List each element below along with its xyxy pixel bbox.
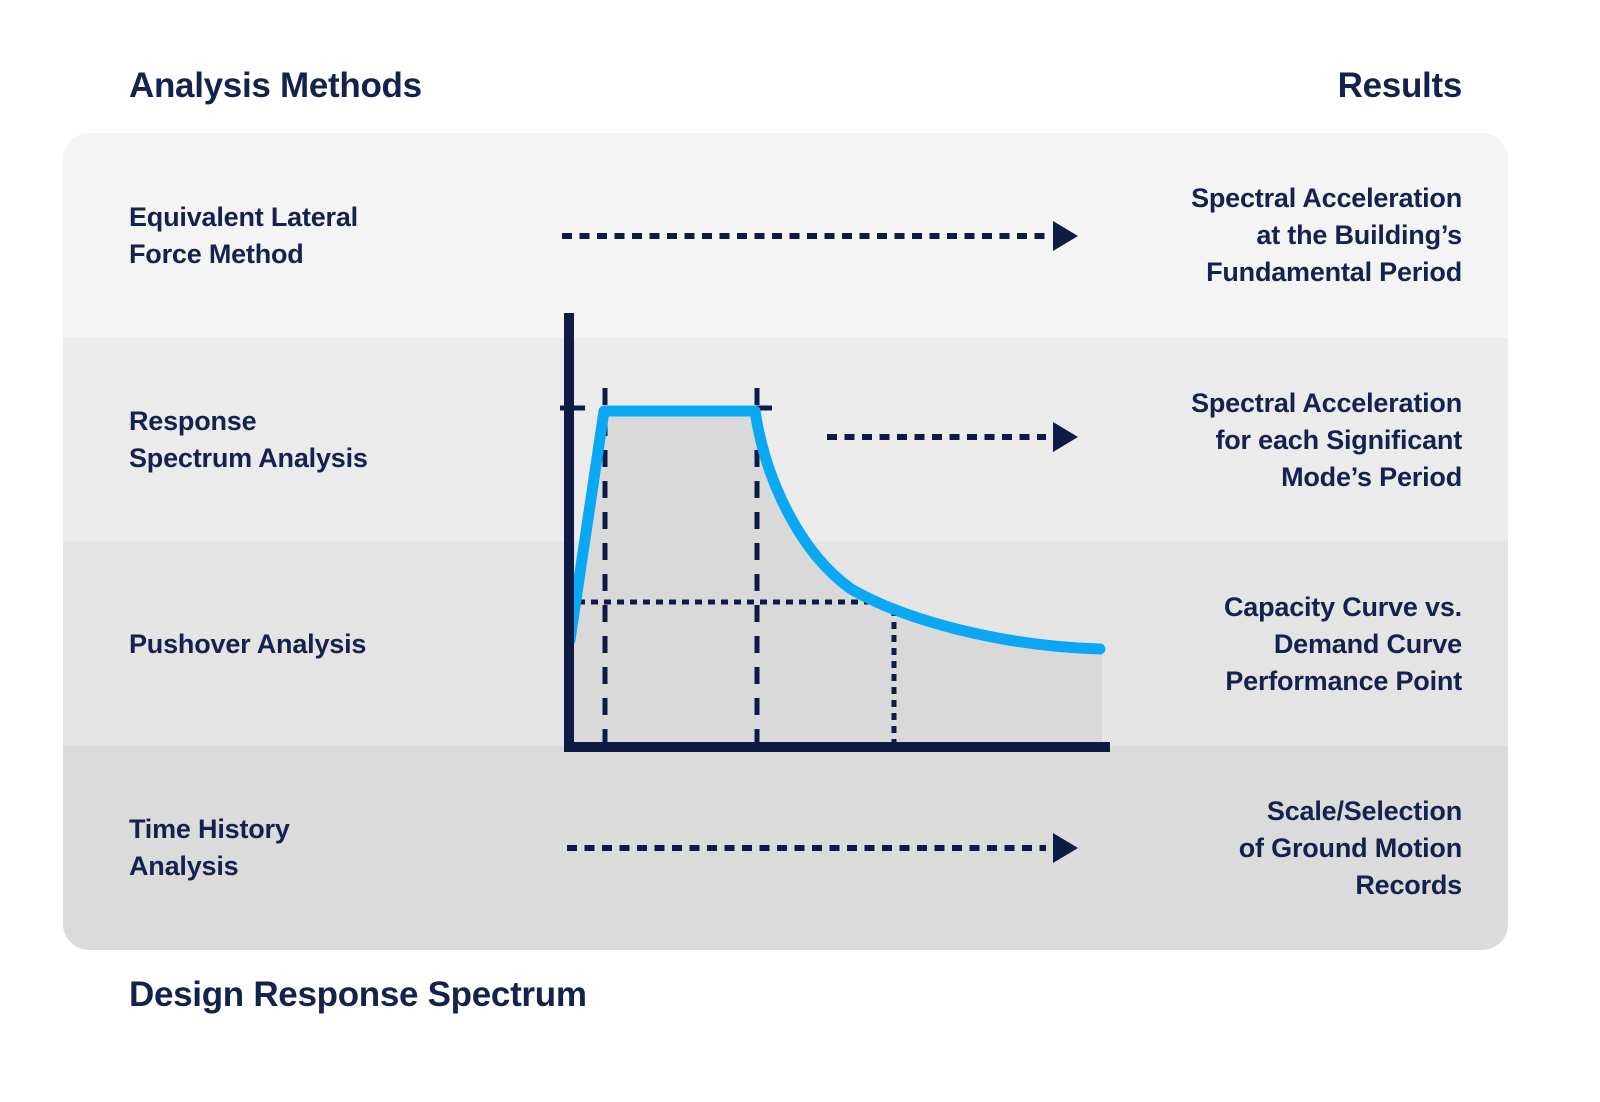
result-label: Spectral Acceleration for each Significa… xyxy=(1191,387,1462,492)
chart-caption: Design Response Spectrum xyxy=(129,975,587,1014)
result-label: Spectral Acceleration at the Building’s … xyxy=(1191,183,1462,287)
method-label: Pushover Analysis xyxy=(129,628,367,659)
analysis-methods-heading: Analysis Methods xyxy=(129,66,422,105)
result-label: Scale/Selection of Ground Motion Records xyxy=(1238,795,1462,900)
row-time-history-analysis: Time History Analysis Scale/Selection of… xyxy=(63,746,1508,950)
row-pushover-analysis: Pushover Analysis Capacity Curve vs. Dem… xyxy=(63,542,1508,746)
method-label: Response Spectrum Analysis xyxy=(129,406,368,473)
method-label: Equivalent Lateral Force Method xyxy=(129,201,358,269)
result-label: Capacity Curve vs. Demand Curve Performa… xyxy=(1223,591,1462,696)
method-label: Time History Analysis xyxy=(129,814,290,881)
row-response-spectrum-analysis: Response Spectrum Analysis Spectral Acce… xyxy=(63,338,1508,542)
results-heading: Results xyxy=(1337,66,1463,105)
row-equivalent-lateral-force: Equivalent Lateral Force Method Spectral… xyxy=(63,133,1508,338)
